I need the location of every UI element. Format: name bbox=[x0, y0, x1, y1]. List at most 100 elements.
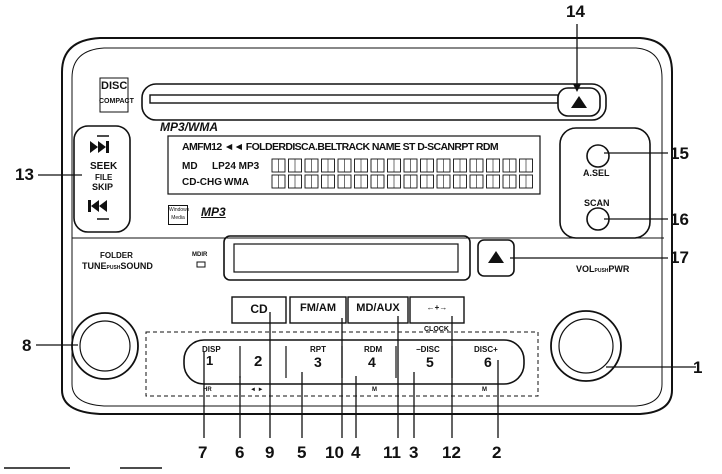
callout-13: 13 bbox=[15, 165, 34, 184]
preset-5-number: 5 bbox=[426, 354, 434, 370]
mdir-indicator bbox=[196, 261, 206, 268]
lower-eject-icon bbox=[488, 251, 504, 263]
scan-label: SCAN bbox=[584, 198, 610, 208]
disc-logo: DISC bbox=[101, 80, 128, 92]
callout-8: 8 bbox=[22, 336, 32, 355]
tune-sound-label: TUNEPUSHSOUND bbox=[82, 261, 153, 271]
fm-am-button[interactable]: FM/AM bbox=[299, 302, 337, 314]
format-label: MP3/WMA bbox=[160, 120, 218, 134]
seek-skip-button[interactable] bbox=[74, 126, 130, 232]
asel-button-hit[interactable] bbox=[587, 145, 609, 167]
md-slot[interactable] bbox=[234, 244, 458, 272]
callout-16: 16 bbox=[670, 210, 689, 229]
display-row-1: AMFM12 ◄◄ FOLDERDISCA.BELTRACK NAME ST D… bbox=[182, 141, 499, 153]
preset-button-5[interactable]: −DISC 5 bbox=[396, 342, 452, 382]
callout-9: 9 bbox=[265, 443, 275, 462]
seek-label: SEEK bbox=[90, 161, 118, 172]
lower-eject-button-hit[interactable] bbox=[478, 240, 514, 276]
wma-logo-top: Windows bbox=[169, 207, 190, 213]
callout-5: 5 bbox=[297, 443, 307, 462]
tune-knob-inner bbox=[79, 320, 131, 372]
preset-6-top: DISC+ bbox=[474, 345, 498, 354]
top-eject-icon bbox=[571, 96, 587, 108]
preset-3-number: 3 bbox=[314, 354, 322, 370]
callout-7: 7 bbox=[198, 443, 208, 462]
file-label: FILE bbox=[95, 173, 113, 182]
cd-slot[interactable] bbox=[150, 95, 558, 103]
seek-forward-icon bbox=[90, 141, 109, 153]
preset-1-top: DISP bbox=[202, 345, 221, 354]
tune-knob[interactable] bbox=[72, 313, 138, 379]
display-window bbox=[167, 135, 541, 195]
seek-panel bbox=[73, 125, 131, 233]
top-eject-button-hit[interactable] bbox=[558, 88, 600, 116]
callout-14: 14 bbox=[566, 2, 585, 21]
preset-4-number: 4 bbox=[368, 354, 376, 370]
preset-4-top: RDM bbox=[364, 345, 383, 354]
fmam-button-frame bbox=[289, 296, 347, 324]
callout-6: 6 bbox=[235, 443, 245, 462]
preset-5-top: −DISC bbox=[416, 345, 440, 354]
callout-4: 4 bbox=[351, 443, 361, 462]
preset-bar bbox=[183, 339, 525, 385]
display-row-3-a: CD-CHG bbox=[182, 177, 222, 188]
cd-button[interactable]: CD bbox=[250, 302, 268, 316]
callout-15: 15 bbox=[670, 144, 689, 163]
preset-1-number: 1 bbox=[206, 353, 214, 368]
skip-label: SKIP bbox=[92, 182, 114, 192]
source-buttons bbox=[231, 296, 465, 324]
display-row-3-b: WMA bbox=[224, 177, 249, 188]
preset-button-3[interactable]: RPT 3 bbox=[286, 342, 342, 382]
cd-slot-frame bbox=[141, 83, 607, 121]
lower-slot-opening bbox=[233, 243, 459, 273]
preset-sublabel-m-2: M bbox=[482, 387, 487, 393]
clock-button[interactable]: ←+→ bbox=[426, 303, 448, 312]
preset-button-6[interactable]: DISC+ 6 bbox=[452, 342, 522, 382]
vol-pwr-label: VOLPUSHPWR bbox=[576, 264, 629, 274]
volume-knob[interactable] bbox=[551, 311, 621, 381]
asel-button bbox=[586, 144, 610, 168]
tune-knob-outer bbox=[71, 312, 139, 380]
display-row-2-a: MD bbox=[182, 161, 198, 172]
windows-media-logo: Windows Media bbox=[168, 205, 190, 225]
tune-push-label: PUSH bbox=[106, 265, 121, 271]
callout-10: 10 bbox=[325, 443, 344, 462]
preset-6-number: 6 bbox=[484, 354, 492, 370]
pwr-label: PWR bbox=[608, 264, 630, 274]
preset-button-1[interactable]: DISP 1 bbox=[186, 342, 240, 382]
disc-logo-sub: COMPACT bbox=[99, 98, 134, 105]
preset-sublabel-m-1: M bbox=[372, 387, 377, 393]
callout-3: 3 bbox=[409, 443, 419, 462]
preset-3-top: RPT bbox=[310, 345, 326, 354]
preset-button-4[interactable]: RDM 4 bbox=[342, 342, 396, 382]
callout-1: 1 bbox=[693, 358, 703, 377]
callout-17: 17 bbox=[670, 248, 689, 267]
mdir-label: MDIR bbox=[192, 252, 208, 258]
callout-leaders bbox=[36, 24, 696, 438]
vol-label: VOL bbox=[576, 264, 595, 274]
folder-label: FOLDER bbox=[100, 251, 133, 260]
lower-slot-frame bbox=[223, 235, 471, 281]
preset-sublabel-hr: HR bbox=[203, 387, 212, 393]
faceplate-inner-outline bbox=[71, 47, 663, 407]
clock-label: CLOCK bbox=[424, 326, 449, 333]
asel-label: A.SEL bbox=[583, 168, 610, 178]
mdaux-button-frame bbox=[347, 296, 409, 324]
clock-button-frame bbox=[409, 296, 465, 324]
disc-logo-box bbox=[99, 77, 129, 113]
preset-2-number: 2 bbox=[254, 353, 263, 370]
wma-logo-bottom: Media bbox=[171, 215, 185, 221]
callout-11: 11 bbox=[383, 443, 401, 462]
volume-knob-inner bbox=[558, 318, 614, 374]
cd-button-frame bbox=[231, 296, 287, 324]
tune-label: TUNE bbox=[82, 261, 107, 271]
scan-button-hit[interactable] bbox=[587, 208, 609, 230]
leader-14-arrow bbox=[573, 84, 581, 92]
display-segment-cells bbox=[271, 158, 533, 189]
preset-button-2[interactable]: 2 bbox=[240, 342, 286, 382]
preset-sublabel-arrows: ◄ ► bbox=[250, 387, 264, 393]
md-aux-button[interactable]: MD/AUX bbox=[356, 302, 400, 314]
volume-knob-outer bbox=[550, 310, 622, 382]
faceplate-outline bbox=[61, 37, 673, 415]
